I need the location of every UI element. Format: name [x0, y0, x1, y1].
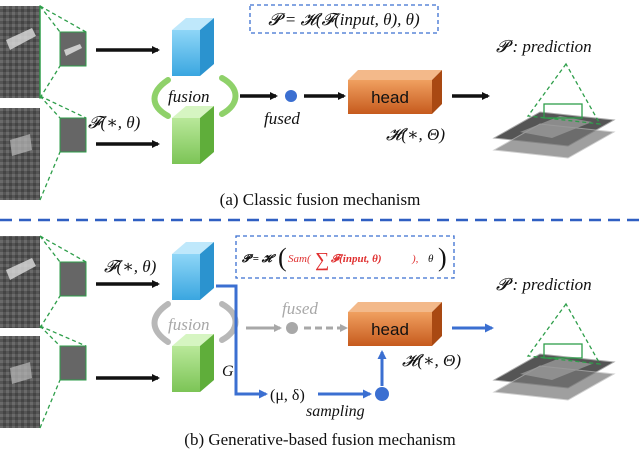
formula-bottom-prefix: 𝓟 = 𝓗: [241, 253, 277, 265]
formula-bottom-inner: 𝓕(input, θ): [330, 253, 382, 265]
formula-bottom-close: ),: [411, 253, 419, 265]
formula-bottom-sam: Sam(: [288, 253, 312, 265]
fused-dot-top: [285, 90, 297, 102]
formula-bottom-sum: ∑: [315, 249, 329, 271]
formula-box-bottom: [235, 235, 455, 279]
formula-bottom-suffix: θ: [428, 253, 434, 265]
fused-label-bottom: fused: [282, 299, 318, 318]
formula-bottom: 𝓟 = 𝓗 ( Sam( ∑ 𝓕(input, θ) ), θ ): [241, 243, 447, 272]
fusion-arc-right-top: [219, 75, 239, 117]
fusion-label-bottom: fusion: [168, 315, 210, 334]
f-theta-label-bottom: 𝓕(∗, θ): [104, 257, 157, 276]
formula-bottom-close-paren: ): [438, 243, 447, 272]
prediction-label-bottom: 𝓟 : prediction: [496, 275, 592, 294]
panel-generative: 𝓕(∗, θ) fusion fused G (μ, δ) sampling: [0, 235, 616, 449]
fusion-arc-right-bottom: [219, 301, 239, 343]
fusion-label-top: fusion: [168, 87, 210, 106]
arrow-feature-to-distribution: [216, 284, 268, 399]
input-image-2: [0, 95, 87, 201]
head-block-top: head: [348, 70, 442, 114]
g-label: G: [222, 363, 234, 380]
h-theta-label-top: 𝓗(∗, Θ): [386, 125, 445, 144]
feature-cube-green-bottom: [172, 334, 214, 392]
formula-bottom-open-paren: (: [278, 243, 287, 272]
sampling-dot: [375, 387, 389, 401]
formula-top: 𝓟 = 𝓗(𝓕(input, θ), θ): [268, 10, 420, 29]
fusion-arc-left-bottom: [151, 301, 171, 345]
feature-cube-blue-top: [172, 18, 214, 76]
formula-box-top: [249, 4, 439, 34]
prediction-output-top: [492, 62, 616, 159]
head-block-bottom: head: [348, 302, 442, 346]
panel-classic: 𝓕(∗, θ) fusion fused head 𝓗(∗, Θ): [0, 4, 616, 209]
fused-label-top: fused: [264, 109, 300, 128]
input-image-1: [0, 5, 87, 99]
sampling-label: sampling: [306, 403, 365, 420]
caption-top: (a) Classic fusion mechanism: [220, 190, 421, 209]
feature-cube-blue-bottom: [172, 242, 214, 300]
caption-bottom: (b) Generative-based fusion mechanism: [184, 430, 455, 449]
feature-cube-green-top: [172, 106, 214, 164]
fusion-arc-left-top: [151, 77, 171, 119]
head-label-bottom: head: [371, 320, 409, 339]
f-theta-label-top: 𝓕(∗, θ): [88, 113, 141, 132]
prediction-output-bottom: [492, 302, 616, 401]
input-image-3: [0, 235, 87, 329]
fused-dot-bottom: [286, 322, 298, 334]
head-label-top: head: [371, 88, 409, 107]
input-image-4: [0, 325, 87, 429]
h-theta-label-bottom: 𝓗(∗, Θ): [402, 351, 461, 370]
prediction-label-top: 𝓟 : prediction: [496, 37, 592, 56]
mu-delta-label: (μ, δ): [270, 387, 305, 404]
